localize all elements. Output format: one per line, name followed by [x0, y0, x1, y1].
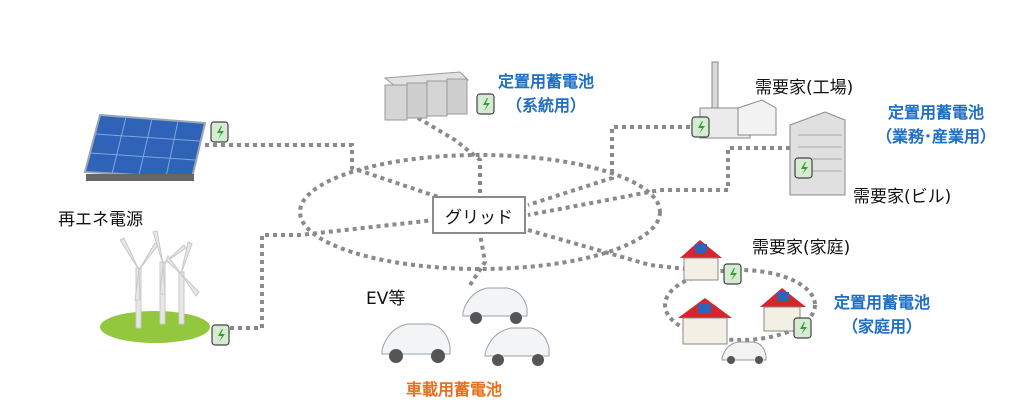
house-icon — [678, 298, 732, 345]
battery-icon — [691, 116, 710, 138]
home-connector — [527, 228, 696, 272]
solar-panel-icon — [83, 113, 207, 181]
home-battery-line1: 定置用蓄電池 — [834, 293, 931, 312]
office-building-icon — [789, 111, 846, 196]
home-label: 需要家(家庭) — [752, 238, 851, 258]
storage-rack-icon — [383, 71, 470, 121]
grid-battery-line1: 定置用蓄電池 — [498, 72, 595, 91]
renewable-label: 再エネ電源 — [58, 210, 143, 230]
grid-storage-connector — [416, 116, 482, 198]
battery-icon — [723, 263, 742, 285]
wind-turbine-icon — [100, 230, 210, 343]
battery-icon — [211, 324, 230, 346]
grid-label: グリッド — [445, 207, 513, 228]
solar-connector — [205, 143, 463, 207]
business-battery-label: 定置用蓄電池 （業務･産業用） — [876, 99, 996, 147]
home-battery-line2: （家庭用） — [842, 317, 923, 336]
house-icon — [680, 240, 722, 281]
grid-node: グリッド — [432, 196, 526, 234]
building-label: 需要家(ビル) — [853, 187, 952, 207]
car-icon — [721, 341, 767, 364]
ev-connector — [468, 233, 488, 287]
grid-battery-label: 定置用蓄電池 （系統用） — [498, 68, 594, 116]
grid-battery-line2: （系統用） — [506, 96, 587, 115]
grid-ellipse — [298, 153, 662, 271]
vehicle-battery-label: 車載用蓄電池 — [406, 380, 503, 399]
battery-icon — [210, 121, 229, 143]
ev-car-icon — [462, 287, 528, 324]
wind-connector — [230, 218, 436, 330]
battery-icon — [794, 157, 813, 179]
factory-label: 需要家(工場) — [755, 78, 854, 98]
ev-car-icon — [381, 323, 451, 363]
ev-label: EV等 — [366, 289, 406, 309]
home-battery-label: 定置用蓄電池 （家庭用） — [834, 289, 930, 337]
factory-connector — [527, 125, 690, 207]
battery-icon — [793, 317, 812, 339]
ev-car-icon — [484, 327, 550, 366]
business-battery-line1: 定置用蓄電池 — [888, 103, 985, 122]
building-connector — [527, 146, 790, 217]
business-battery-line2: （業務･産業用） — [876, 127, 997, 146]
battery-icon — [476, 93, 495, 115]
